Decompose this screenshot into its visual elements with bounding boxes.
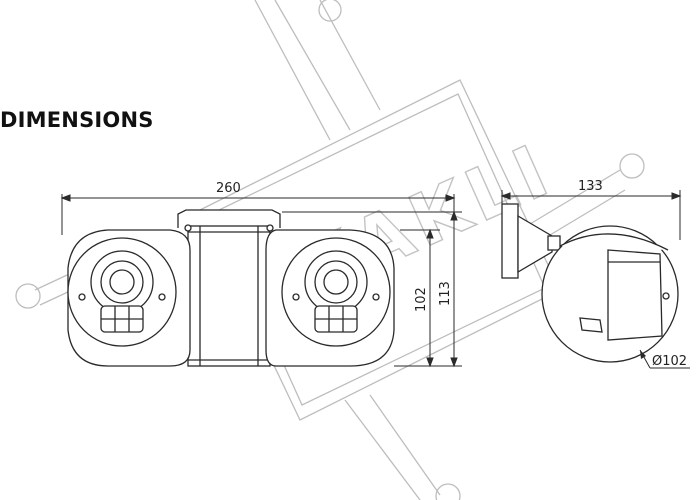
dim-height-body-label: 102 bbox=[414, 287, 429, 312]
dim-heights bbox=[282, 210, 462, 368]
dim-height-total-label: 113 bbox=[438, 281, 453, 306]
dim-depth-133 bbox=[500, 190, 682, 240]
camera-front-view bbox=[67, 209, 395, 367]
dim-width-260 bbox=[60, 194, 456, 235]
camera-side-view bbox=[501, 203, 690, 369]
dim-width-label: 260 bbox=[216, 181, 241, 196]
section-heading: DIMENSIONS bbox=[0, 108, 154, 132]
dim-depth-label: 133 bbox=[578, 179, 603, 194]
dim-diameter-label: Ø102 bbox=[652, 354, 687, 369]
